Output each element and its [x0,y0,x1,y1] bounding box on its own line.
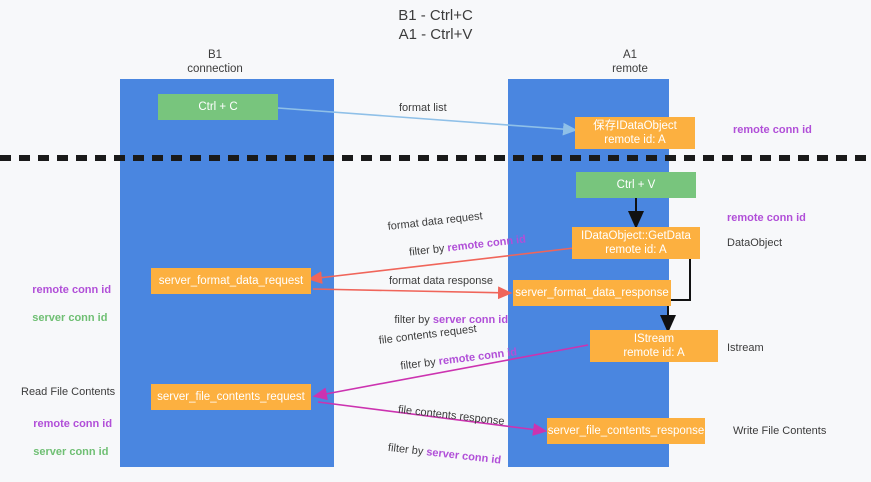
filter-by-text-3: filter by [399,355,440,373]
left-remote-conn-id-1: remote conn id [32,284,112,296]
lane-title-a1: A1 remote [612,49,648,75]
node-ctrl-v[interactable]: Ctrl + V [576,172,696,198]
edge-getdata-istream [660,254,691,333]
right-label-istream: Istream [727,342,764,354]
node-idataobject-getdata[interactable]: IDataObject::GetData remote id: A [572,227,700,259]
node-server-format-data-response[interactable]: server_format_data_response [513,280,671,306]
left-label-read-file-contents: Read File Contents [21,386,116,398]
right-label-remote-conn-id-top: remote conn id [733,124,812,136]
left-server-conn-id-1: server conn id [32,312,108,324]
right-label-remote-conn-id-mid: remote conn id [727,212,806,224]
edge-label-format-list: format list [399,102,447,114]
right-label-dataobject: DataObject [727,237,783,249]
diagram-title: B1 - Ctrl+C A1 - Ctrl+V [398,7,473,43]
filter-by-text-1: filter by [408,242,449,259]
server-conn-id-text-2: server conn id [425,446,502,467]
edge-label-file-contents-response-group: file contents response filter by server … [367,400,506,482]
right-label-write-file-contents: Write File Contents [733,425,827,437]
node-server-file-contents-response[interactable]: server_file_contents_response [547,418,705,444]
remote-conn-id-text-1: remote conn id [446,233,527,255]
node-server-format-data-request[interactable]: server_format_data_request [151,268,311,294]
phase-separator [0,155,871,161]
edge-label-format-data-response: format data response [389,275,493,287]
diagram-canvas: B1 - Ctrl+C A1 - Ctrl+V B1 connection A1… [0,7,871,467]
left-server-conn-id-2: server conn id [33,446,109,458]
filter-by-text-2: filter by [394,314,433,326]
node-istream[interactable]: IStream remote id: A [590,330,718,362]
edge-label-format-data-response-group: format data response filter by server co… [389,274,508,341]
left-label-conn-ids-bottom: remote conn id server conn id [21,403,112,473]
remote-conn-id-text-2: remote conn id [437,346,518,368]
edge-filter-server-conn-id-2: filter by server conn id [367,425,503,482]
edge-label-format-data-request-group: format data request filter by remote con… [387,205,528,276]
filter-by-text-4: filter by [387,441,427,459]
node-save-idataobject[interactable]: 保存IDataObject remote id: A [575,117,695,149]
left-remote-conn-id-2: remote conn id [33,418,113,430]
node-server-file-contents-request[interactable]: server_file_contents_request [151,384,311,410]
node-ctrl-c[interactable]: Ctrl + C [158,94,278,120]
edge-label-file-contents-response: file contents response [397,403,506,428]
server-conn-id-text-1: server conn id [432,314,509,326]
left-label-conn-ids-mid: remote conn id server conn id [20,269,111,339]
lane-title-b1: B1 connection [187,49,243,75]
edge-filter-server-conn-id-1: filter by server conn id [376,299,508,341]
